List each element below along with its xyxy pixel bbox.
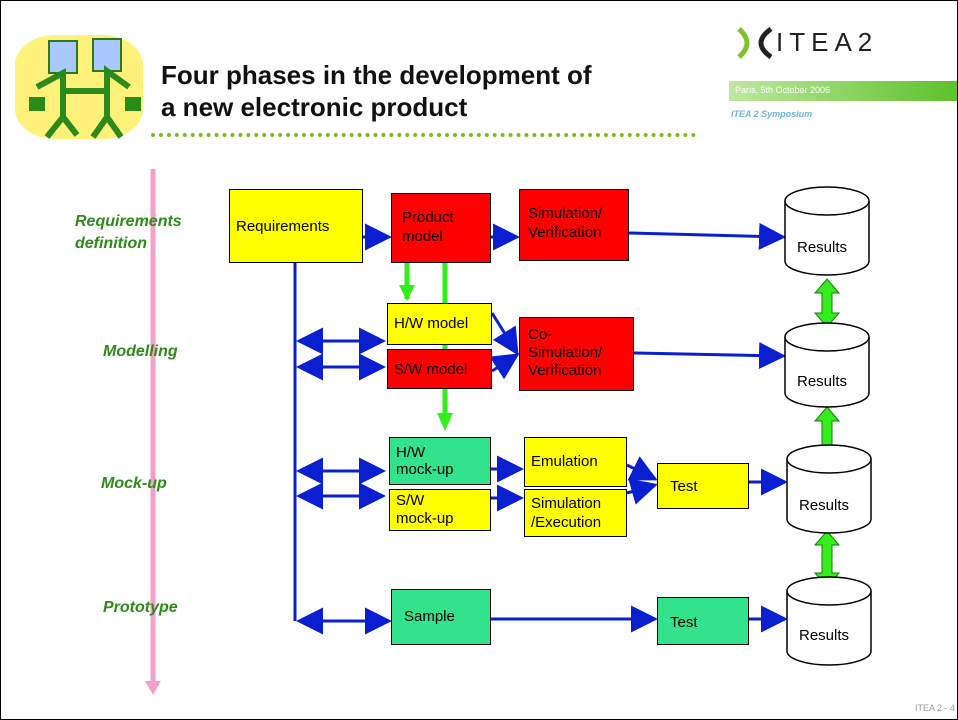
- title-line-2: a new electronic product: [161, 92, 468, 122]
- box-label-line: model: [402, 228, 443, 245]
- box-label-line: Verification: [528, 224, 602, 241]
- phase-modelling: Modelling: [103, 343, 178, 360]
- results-label-3: Results: [799, 497, 850, 514]
- hw-model-box: H/W model: [387, 303, 492, 345]
- box-label: H/W model: [394, 315, 469, 332]
- box-label-line: /Execution: [531, 514, 602, 531]
- test-box-mockup: Test: [657, 463, 749, 509]
- box-label: Test: [670, 614, 698, 631]
- slide-title: Four phases in the development of a new …: [161, 59, 592, 123]
- phase-label-line: definition: [75, 235, 147, 252]
- phase-label-line: Requirements: [75, 213, 182, 230]
- box-label-line: Verification: [528, 362, 602, 379]
- box-label-line: Simulation/: [528, 344, 603, 361]
- box-label-line: Simulation: [531, 495, 602, 512]
- box-label-line: S/W: [396, 492, 425, 509]
- box-label-line: Product: [402, 209, 454, 226]
- results-link-arrows: [813, 278, 841, 588]
- phase-requirements-definition: Requirements definition: [75, 211, 182, 255]
- phase-mockup: Mock-up: [101, 475, 167, 492]
- phase-prototype: Prototype: [103, 599, 178, 616]
- green-arrows: [399, 263, 453, 431]
- box-label: Requirements: [236, 218, 330, 235]
- results-label-1: Results: [797, 239, 848, 256]
- results-cylinder-4: [786, 576, 872, 666]
- sw-mockup-box: S/W mock-up: [389, 489, 491, 531]
- results-label-4: Results: [799, 627, 850, 644]
- results-cylinder-3: [786, 444, 872, 534]
- sw-model-box: S/W model: [387, 349, 492, 389]
- product-model-box: Product model: [391, 193, 491, 263]
- simulation-verification-box: Simulation/ Verification: [519, 189, 629, 261]
- emulation-box: Emulation: [524, 437, 627, 487]
- results-label-2: Results: [797, 373, 848, 390]
- box-label-line: Simulation/: [528, 205, 603, 222]
- box-label: Test: [670, 478, 698, 495]
- box-label-line: H/W: [396, 444, 426, 461]
- mascot-icon: [15, 35, 143, 139]
- hw-mockup-box: H/W mock-up: [389, 437, 491, 485]
- simulation-execution-box: Simulation /Execution: [524, 489, 627, 537]
- results-cylinder-1: [784, 186, 870, 276]
- itea-logo-icon: [737, 26, 773, 60]
- symposium-label: ITEA 2 Symposium: [731, 109, 813, 119]
- co-simulation-verification-box: Co- Simulation/ Verification: [519, 317, 634, 391]
- box-label-line: Co-: [528, 326, 553, 343]
- sample-box: Sample: [391, 589, 491, 645]
- box-label: S/W model: [394, 361, 468, 378]
- box-label: Emulation: [531, 453, 598, 470]
- blue-arrows: [296, 222, 788, 635]
- slide-footer: ITEA 2 - 4: [914, 703, 955, 713]
- place-date: Paris, 5th October 2006: [735, 85, 831, 95]
- test-box-prototype: Test: [657, 597, 749, 645]
- title-underline: [151, 133, 696, 137]
- results-cylinder-2: [784, 322, 870, 408]
- itea-logo-text: ITEA2: [776, 27, 879, 57]
- timeline-arrow: [145, 169, 161, 695]
- header-green-bar: [729, 81, 957, 101]
- box-label-line: mock-up: [396, 510, 454, 527]
- title-line-1: Four phases in the development of: [161, 60, 592, 90]
- box-label-line: mock-up: [396, 461, 454, 478]
- requirements-box: Requirements: [229, 189, 363, 263]
- box-label: Sample: [404, 608, 455, 625]
